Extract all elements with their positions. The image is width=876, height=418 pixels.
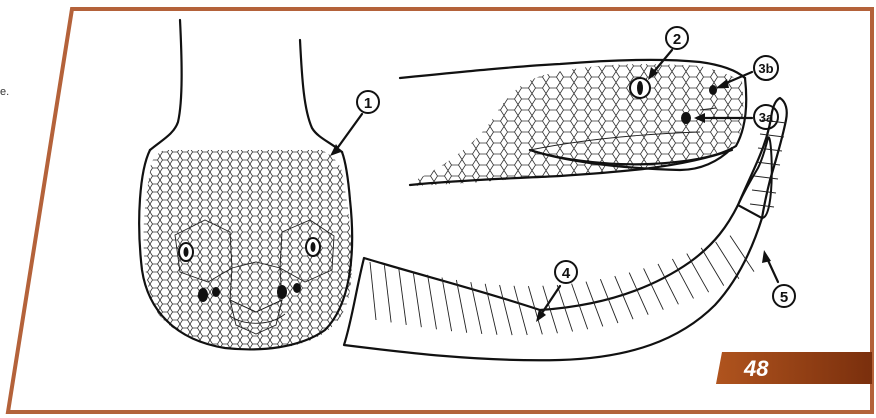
page-number: 48 [743, 356, 769, 381]
side-pit [681, 112, 691, 124]
tail-body [344, 205, 762, 360]
left-nostril [212, 287, 220, 297]
neck-left-outline [150, 20, 182, 150]
callout-2-label: 2 [673, 31, 681, 48]
callout-1-label: 1 [364, 95, 372, 112]
callout-3b: 3b [716, 56, 778, 88]
right-nostril [293, 283, 301, 293]
head-top-view: 1 [139, 20, 379, 355]
left-pit [198, 288, 208, 302]
neck-right-outline [300, 40, 342, 152]
callout-3b-label: 3b [758, 61, 773, 76]
callout-5-label: 5 [780, 289, 788, 306]
head-side-view: 2 3b 3a [400, 27, 778, 190]
callout-4-label: 4 [562, 265, 571, 282]
callout-1: 1 [330, 91, 379, 156]
right-pit [277, 285, 287, 299]
side-nostril [709, 85, 717, 95]
rattle-segment-line [760, 134, 784, 137]
page-number-tab: 48 [716, 352, 872, 384]
callout-5: 5 [762, 250, 795, 307]
